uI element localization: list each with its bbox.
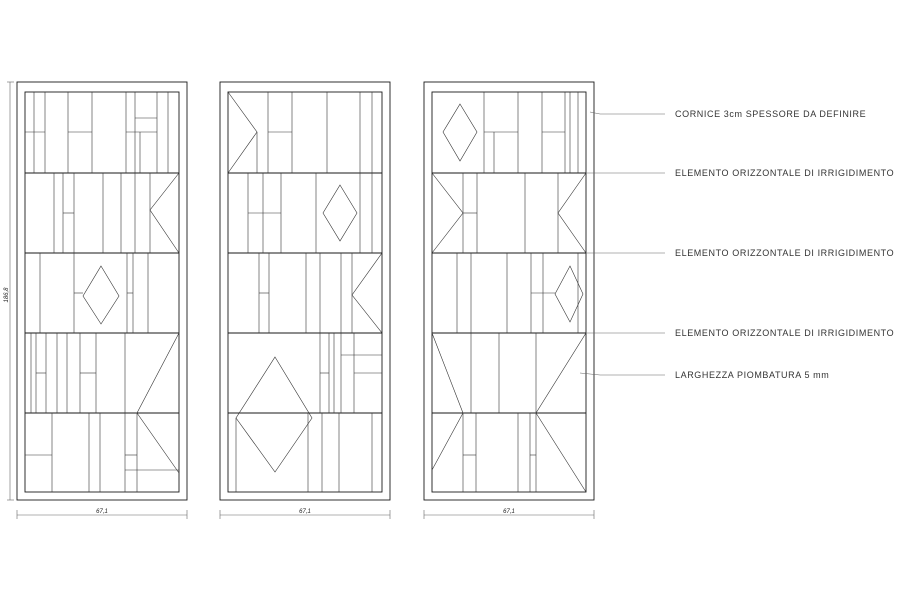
dimension-lines: 186,8 67,1 67,1 67,1: [4, 81, 595, 519]
panel-2-inner-frame: [227, 91, 383, 493]
panel-2: [219, 81, 391, 501]
panel-3-width-label: 67,1: [503, 509, 515, 515]
annotation-piombatura: LARGHEZZA PIOMBATURA 5 mm: [675, 370, 829, 380]
panel-2-width-label: 67,1: [299, 509, 311, 515]
panel-3-inner-frame: [431, 91, 587, 493]
panel-1-width-label: 67,1: [96, 509, 108, 515]
annotation-cornice: CORNICE 3cm SPESSORE DA DEFINIRE: [675, 109, 866, 119]
panel-1-lead-lines: [25, 92, 180, 492]
panel-3-lead-lines: [431, 92, 587, 493]
annotation-rail-2: ELEMENTO ORIZZONTALE DI IRRIGIDIMENTO: [675, 248, 894, 258]
panel-3-horizontal-rails: [432, 172, 586, 414]
annotation-rail-1: ELEMENTO ORIZZONTALE DI IRRIGIDIMENTO: [675, 168, 894, 178]
panel-2-outer-frame: [219, 81, 391, 501]
panel-1-outer-frame: [16, 81, 188, 501]
panel-1-inner-frame: [24, 91, 180, 493]
panel-3-outer-frame: [423, 81, 595, 501]
panel-2-horizontal-rails: [228, 172, 382, 414]
annotation-rail-3: ELEMENTO ORIZZONTALE DI IRRIGIDIMENTO: [675, 328, 894, 338]
panel-3: [423, 81, 595, 501]
panel-1-horizontal-rails: [25, 172, 179, 414]
annotations: CORNICE 3cm SPESSORE DA DEFINIRE ELEMENT…: [579, 109, 894, 380]
height-dimension-label: 186,8: [4, 287, 10, 303]
panel-1: [16, 81, 188, 501]
panel-2-lead-lines: [227, 91, 383, 492]
